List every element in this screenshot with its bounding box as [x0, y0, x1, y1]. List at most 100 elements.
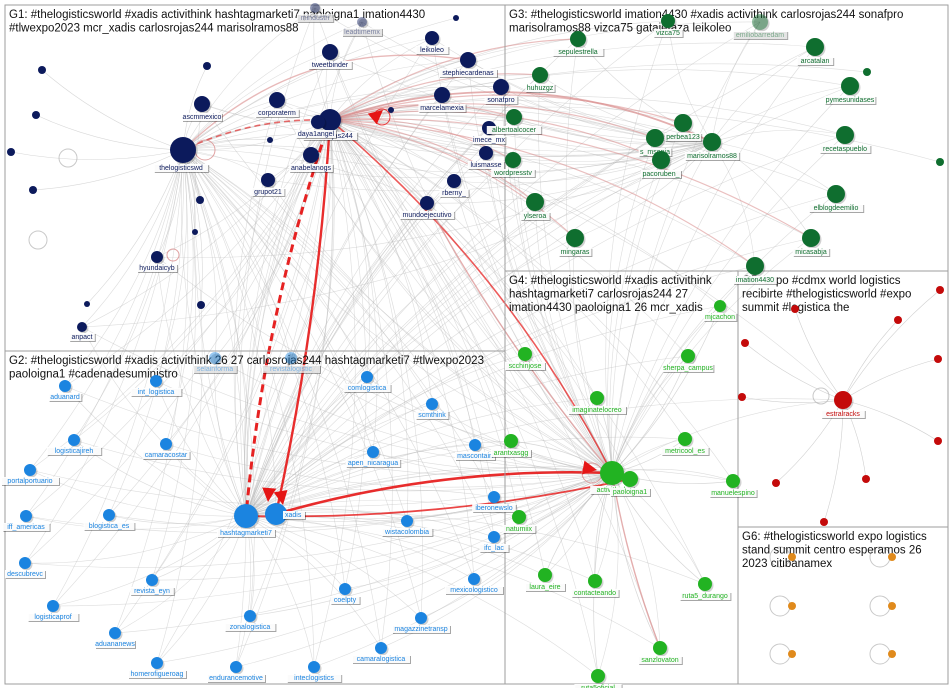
node-descubrevc[interactable]: descubrevc [5, 557, 46, 579]
edge-gray [245, 122, 684, 517]
node-anabelanogs[interactable]: anabelanogs [289, 147, 334, 173]
node-hashtagmarketi7[interactable]: hashtagmarketi7 [217, 504, 276, 538]
node-paoloigna1[interactable]: paoloigna1 [610, 471, 651, 497]
node-label: mundoejecutivo [402, 212, 451, 219]
node-tweetbinder[interactable]: tweetbinder [308, 44, 353, 70]
node-mundoejecutivo[interactable]: mundoejecutivo [399, 196, 456, 220]
edge-gray [245, 466, 613, 517]
node-iberonewslo[interactable]: iberonewslo [472, 491, 517, 513]
node-label: hyundaicyb [139, 265, 175, 272]
node-ruta5_durango[interactable]: ruta5_durango [679, 577, 732, 601]
node-label: ylseroa [524, 213, 547, 220]
edge-gray [151, 472, 613, 581]
node-label: vizca75 [656, 30, 680, 37]
node-sherpa_campus[interactable]: sherpa_campus [662, 349, 715, 373]
node-stephiecardenas[interactable]: stephiecardenas [439, 52, 498, 78]
node-iff_americas[interactable]: iff_americas [2, 510, 51, 532]
node-logisticaprof[interactable]: logisticaprof [27, 600, 80, 622]
node-thelogisticswd[interactable]: thelogisticswd [153, 137, 210, 173]
node-leadtimemx[interactable]: leadtimemx [342, 17, 383, 37]
node-marcelamexia[interactable]: marcelamexia [418, 87, 467, 113]
node-xadis[interactable]: xadis [265, 503, 306, 527]
node-mjcachon[interactable]: mjcachon [703, 300, 738, 322]
edge-pink [329, 119, 756, 267]
node-wistacolombia[interactable]: wistacolombia [381, 515, 434, 537]
node-scchinjose[interactable]: scchinjose [505, 347, 546, 371]
node-pacoruben_[interactable]: pacoruben_ [641, 151, 682, 179]
node-ylseroa[interactable]: ylseroa [520, 193, 551, 221]
node-corporaterm[interactable]: corporaterm [255, 92, 300, 118]
node-grupot21[interactable]: grupot21 [251, 173, 286, 197]
node-imaginatelocreo[interactable]: imaginatelocreo [568, 391, 627, 415]
node-manuelespino[interactable]: manuelespino [709, 474, 758, 498]
node-sepulestrella[interactable]: sepulestrella [552, 31, 605, 57]
node-scmthink[interactable]: scmthink [415, 398, 450, 420]
node-camaracostar[interactable]: camaracostar [142, 438, 191, 460]
node-selainforma[interactable]: selainforma [193, 352, 238, 374]
node-emiliobarredam[interactable]: emiliobarredam [732, 14, 789, 40]
edge-gray [245, 451, 374, 517]
edge-gray [182, 149, 315, 668]
node-pymesunidases[interactable]: pymesunidases [824, 77, 877, 105]
node-rberny_[interactable]: rberny_ [439, 174, 470, 198]
node-anpact[interactable]: anpact [69, 322, 96, 342]
node-mingaras[interactable]: mingaras [558, 229, 593, 257]
node-camaralogistica[interactable]: camaralogistica [352, 642, 411, 664]
node-albertoalcocer[interactable]: albertoalcocer [486, 109, 543, 135]
node-marisolramos88[interactable]: marisolramos88 [684, 133, 741, 161]
node-label: ascmmexico [183, 114, 222, 121]
node-estralracks[interactable]: estralracks [821, 391, 866, 419]
node-ascmmexico[interactable]: ascmmexico [182, 96, 223, 122]
node-arantxasgg[interactable]: arantxasgg [491, 434, 532, 458]
node-hyundaicyb[interactable]: hyundaicyb [137, 251, 178, 273]
node-mexicologistico[interactable]: mexicologistico [445, 573, 504, 595]
node-luismasse[interactable]: luismasse [467, 146, 506, 170]
node-inteclogistics[interactable]: inteclogistics [286, 661, 343, 683]
node-perbea123[interactable]: perbea123 [664, 114, 703, 142]
node-sonafpro[interactable]: sonafpro [484, 79, 519, 105]
node-daya1angel[interactable]: daya1angel [296, 115, 337, 139]
node-ifc_lac[interactable]: ifc_lac [479, 531, 510, 553]
node-portalportuario[interactable]: portalportuario [1, 464, 60, 486]
edge-gray [329, 119, 734, 482]
node-blogistica_es[interactable]: blogistica_es [83, 509, 136, 531]
node-apen_nicaragua[interactable]: apen_nicaragua [345, 446, 402, 468]
node-imation4430[interactable]: imation4430 [733, 257, 778, 285]
node-recetaspueblo[interactable]: recetaspueblo [819, 126, 872, 154]
node-contacteando[interactable]: contacteando [571, 574, 620, 598]
node-label: stephiecardenas [442, 70, 494, 77]
group-label-g3: marisolramos88 vizca75 gatajefaza leikol… [509, 23, 731, 35]
node-ruta5oficial[interactable]: ruta5oficial [574, 669, 623, 688]
node-label: arcatalan [801, 58, 830, 65]
node-elblogdeemilio[interactable]: elblogdeemilio [808, 185, 865, 213]
node-vizca75[interactable]: vizca75 [653, 14, 684, 38]
node-aduananews[interactable]: aduananews [95, 627, 136, 649]
node-arcatalan[interactable]: arcatalan [796, 38, 835, 66]
node-sanzlovaton[interactable]: sanzlovaton [638, 641, 683, 665]
node-homerofigueroag[interactable]: homerofigueroag [128, 657, 187, 679]
edge-gray [156, 119, 331, 664]
node-leikoleo[interactable]: leikoleo [415, 31, 450, 55]
node-revista_eyn[interactable]: revista_eyn [130, 574, 175, 596]
node-natumiix[interactable]: natumiix [502, 510, 537, 534]
node-magazzinetransp[interactable]: magazzinetransp [392, 612, 451, 634]
node-int_logistica[interactable]: int_logistica [130, 375, 183, 397]
edge-gray [611, 305, 721, 474]
edge-gray [329, 119, 598, 399]
node-huhuzgz[interactable]: huhuzgz [525, 67, 556, 93]
node-coelpty[interactable]: coelpty [330, 583, 361, 605]
edge-gray [151, 515, 247, 581]
node-comlogistica[interactable]: comlogistica [343, 371, 392, 393]
node-aduanard[interactable]: aduanard [48, 380, 83, 402]
node-micasabja[interactable]: micasabja [792, 229, 831, 257]
node-wordpresstv[interactable]: wordpresstv [491, 152, 536, 178]
node-endurancemotive[interactable]: endurancemotive [207, 661, 266, 683]
node-mascontain[interactable]: mascontain [455, 439, 496, 461]
node-zonalogistica[interactable]: zonalogistica [224, 610, 277, 632]
node-mindustri[interactable]: mindustri [296, 3, 335, 23]
node-logisticajireh[interactable]: logisticajireh [46, 434, 103, 456]
node-revistalogistic[interactable]: revistalogistic [262, 352, 321, 374]
node-metricool_es[interactable]: metricool_es [661, 432, 710, 456]
node-laura_eire[interactable]: laura_eire [525, 568, 566, 592]
